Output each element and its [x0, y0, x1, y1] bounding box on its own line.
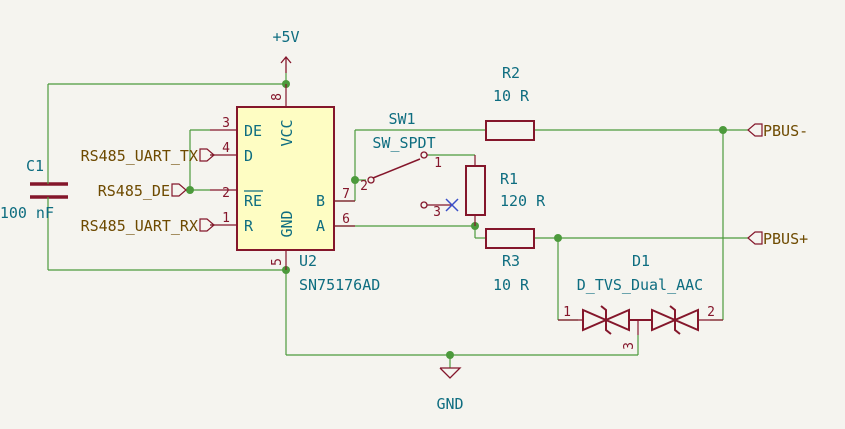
u2-ref: U2: [299, 252, 317, 270]
tvs-diode-d1[interactable]: 1 2 3 D1 D_TVS_Dual_AAC: [558, 252, 723, 350]
gnd-label: GND: [436, 395, 463, 413]
d1-pin-number: 1: [563, 305, 571, 320]
u2-pin-name: R: [244, 217, 254, 235]
r1-value: 120 R: [500, 192, 546, 210]
gnd-power-symbol[interactable]: GND: [436, 367, 464, 413]
sw1-pin-number: 3: [433, 205, 441, 220]
u2-pin-number: 8: [270, 93, 285, 101]
r2-ref: R2: [502, 64, 520, 82]
label-uart-rx[interactable]: RS485_UART_RX: [81, 217, 215, 235]
capacitor-c1[interactable]: C1 100 nF: [0, 157, 68, 222]
vcc-power-symbol[interactable]: +5V: [272, 28, 300, 73]
u2-pin-name: B: [316, 192, 325, 210]
junction-dot: [186, 186, 194, 194]
pbus-minus-text: PBUS-: [763, 122, 808, 140]
u2-pin-name: D: [244, 147, 253, 165]
c1-ref: C1: [26, 157, 44, 175]
u2-pin-name: VCC: [278, 119, 296, 146]
u2-pin-number: 2: [222, 186, 230, 201]
d1-pin-number: 2: [707, 305, 715, 320]
r1-ref: R1: [500, 170, 518, 188]
resistor-r3[interactable]: R3 10 R: [485, 228, 535, 294]
uart-rx-text: RS485_UART_RX: [81, 217, 198, 235]
u2-pin-number: 4: [222, 141, 230, 156]
junction-dot: [351, 176, 359, 184]
label-pbus-minus[interactable]: PBUS-: [747, 122, 808, 140]
u2-pin-number: 6: [342, 212, 350, 227]
d1-pin-number: 3: [622, 342, 637, 350]
u2-pin-name: GND: [278, 210, 296, 237]
r3-ref: R3: [502, 252, 520, 270]
d1-ref: D1: [632, 252, 650, 270]
vcc-label: +5V: [272, 28, 299, 46]
resistor-r1[interactable]: R1 120 R: [465, 155, 546, 226]
ic-u2[interactable]: 3 4 2 1 7 6 8 5 DE D RE R B A VCC GND U2…: [210, 84, 380, 294]
junctions: [186, 80, 727, 359]
resistor-r2[interactable]: R2 10 R: [485, 64, 535, 141]
pbus-plus-text: PBUS+: [763, 230, 808, 248]
no-connect-icon: [445, 198, 459, 212]
de-text: RS485_DE: [98, 182, 170, 200]
u2-pin-name: DE: [244, 122, 262, 140]
junction-dot: [554, 234, 562, 242]
sw1-pin-number: 2: [360, 179, 368, 194]
junction-dot: [719, 126, 727, 134]
u2-pin-name: RE: [244, 192, 262, 210]
sw1-value: SW_SPDT: [372, 134, 435, 152]
u2-pin-name: A: [316, 217, 325, 235]
label-uart-tx[interactable]: RS485_UART_TX: [81, 147, 215, 165]
sw1-ref: SW1: [388, 110, 415, 128]
uart-tx-text: RS485_UART_TX: [81, 147, 198, 165]
switch-sw1[interactable]: 2 1 3 SW1 SW_SPDT: [360, 110, 459, 220]
r3-value: 10 R: [493, 276, 530, 294]
u2-pin-number: 7: [342, 187, 350, 202]
d1-value: D_TVS_Dual_AAC: [577, 276, 703, 294]
u2-value: SN75176AD: [299, 276, 380, 294]
label-de[interactable]: RS485_DE: [98, 182, 187, 200]
r2-value: 10 R: [493, 87, 530, 105]
junction-dot: [446, 351, 454, 359]
c1-value: 100 nF: [0, 204, 54, 222]
label-pbus-plus[interactable]: PBUS+: [747, 230, 808, 248]
u2-pin-number: 3: [222, 116, 230, 131]
u2-pin-number: 5: [270, 258, 285, 266]
u2-pin-number: 1: [222, 211, 230, 226]
sw1-pin-number: 1: [434, 156, 442, 171]
